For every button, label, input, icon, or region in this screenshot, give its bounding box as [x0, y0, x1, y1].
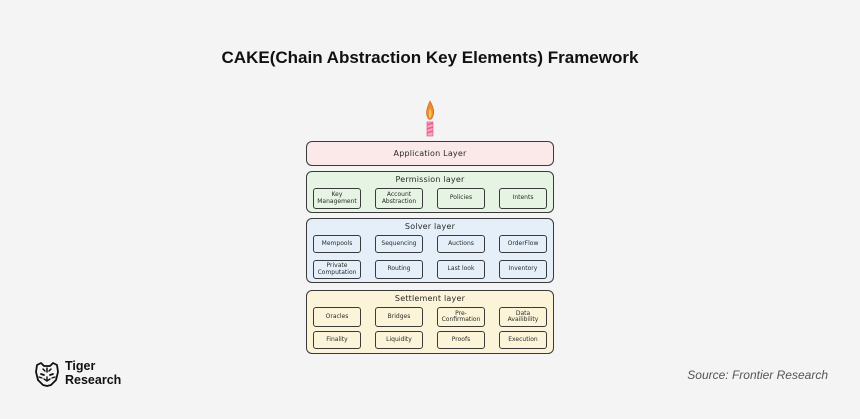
- sequencing-box: Sequencing: [375, 235, 423, 253]
- permission-layer: Permission layer Key Management Account …: [306, 171, 554, 213]
- pre-confirmation-box: Pre- Confirmation: [437, 307, 485, 327]
- routing-box: Routing: [375, 260, 423, 279]
- logo-line-1: Tiger: [65, 359, 96, 373]
- settlement-layer: Settlement layer Oracles Bridges Pre- Co…: [306, 290, 554, 354]
- application-layer: Application Layer: [306, 141, 554, 166]
- tiger-research-logo: Tiger Research: [33, 359, 133, 390]
- data-availability-box: Data Availibility: [499, 307, 547, 327]
- liquidity-box: Liquidity: [375, 331, 423, 349]
- key-management-box: Key Management: [313, 188, 361, 209]
- bridges-box: Bridges: [375, 307, 423, 327]
- policies-box: Policies: [437, 188, 485, 209]
- source-caption: Source: Frontier Research: [687, 368, 828, 382]
- application-layer-label: Application Layer: [393, 149, 467, 158]
- intents-box: Intents: [499, 188, 547, 209]
- permission-layer-label: Permission layer: [395, 175, 465, 184]
- auctions-box: Auctions: [437, 235, 485, 253]
- solver-layer-label: Solver layer: [404, 222, 456, 231]
- mempools-box: Mempools: [313, 235, 361, 253]
- diagram-title: CAKE(Chain Abstraction Key Elements) Fra…: [221, 48, 639, 67]
- private-computation-box: Private Computation: [313, 260, 361, 279]
- orderflow-box: OrderFlow: [499, 235, 547, 253]
- logo-line-2: Research: [65, 372, 122, 387]
- inventory-box: Inventory: [499, 260, 547, 279]
- proofs-box: Proofs: [437, 331, 485, 349]
- candle-icon: [426, 100, 435, 137]
- solver-layer: Solver layer Mempools Sequencing Auction…: [306, 218, 554, 283]
- oracles-box: Oracles: [313, 307, 361, 327]
- execution-box: Execution: [499, 331, 547, 349]
- account-abstraction-box: Account Abstraction: [375, 188, 423, 209]
- settlement-layer-label: Settlement layer: [394, 294, 466, 303]
- finality-box: Finality: [313, 331, 361, 349]
- last-look-box: Last look: [437, 260, 485, 279]
- tiger-head-icon: [35, 362, 59, 387]
